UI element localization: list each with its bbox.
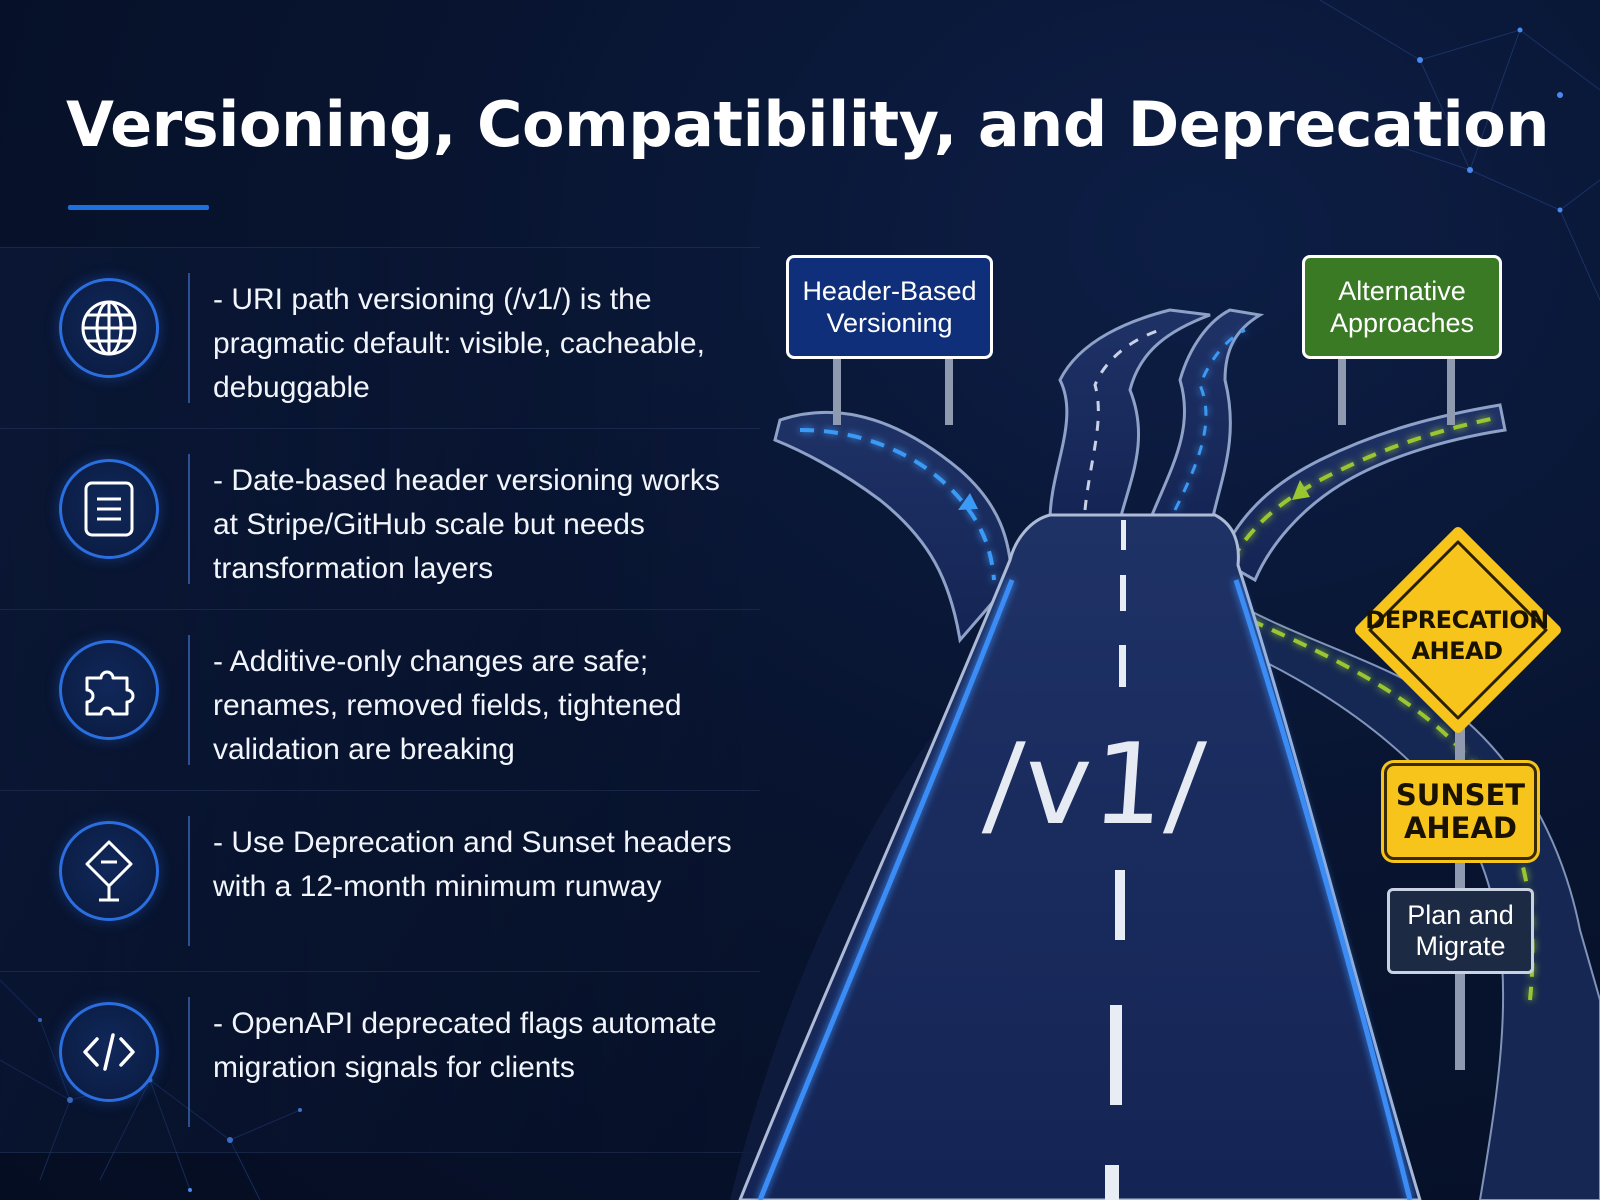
- sunset-ahead-sign: SUNSET AHEAD: [1384, 763, 1537, 860]
- deprecation-sign-icon: [59, 821, 159, 921]
- bullet-text: - URI path versioning (/v1/) is the prag…: [213, 283, 705, 404]
- bullet-text: - OpenAPI deprecated flags automate migr…: [213, 1007, 717, 1084]
- title-underline: [68, 205, 209, 210]
- plan-and-migrate-sign: Plan and Migrate: [1387, 888, 1534, 974]
- list-item: - Date-based header versioning works at …: [0, 428, 760, 609]
- alternative-approaches-sign: Alternative Approaches: [1302, 255, 1502, 359]
- deprecation-ahead-sign: [1355, 527, 1561, 733]
- bullet-divider: [188, 454, 190, 584]
- bullet-list: - URI path versioning (/v1/) is the prag…: [0, 247, 760, 1153]
- puzzle-piece-icon: [59, 640, 159, 740]
- main-road: [738, 513, 1422, 1200]
- page-title: Versioning, Compatibility, and Deprecati…: [66, 88, 1550, 161]
- bullet-divider: [188, 635, 190, 765]
- bullet-divider: [188, 997, 190, 1127]
- bullet-text: - Date-based header versioning works at …: [213, 464, 720, 585]
- globe-icon: [59, 278, 159, 378]
- bullet-text: - Use Deprecation and Sunset headers wit…: [213, 826, 732, 903]
- bullet-divider: [188, 816, 190, 946]
- list-item: - URI path versioning (/v1/) is the prag…: [0, 247, 760, 428]
- right-branch-road: [1218, 403, 1507, 583]
- list-item: - OpenAPI deprecated flags automate migr…: [0, 971, 760, 1153]
- left-branch-road: [773, 410, 1014, 644]
- list-item: - Additive-only changes are safe; rename…: [0, 609, 760, 790]
- list-item: - Use Deprecation and Sunset headers wit…: [0, 790, 760, 971]
- road-version-label: /v1/: [980, 720, 1211, 850]
- code-brackets-icon: [59, 1002, 159, 1102]
- bullet-text: - Additive-only changes are safe; rename…: [213, 645, 682, 766]
- document-icon: [59, 459, 159, 559]
- deprecation-ahead-label: DEPRECATION AHEAD: [1365, 606, 1549, 665]
- bullet-divider: [188, 273, 190, 403]
- header-based-versioning-sign: Header-Based Versioning: [786, 255, 993, 359]
